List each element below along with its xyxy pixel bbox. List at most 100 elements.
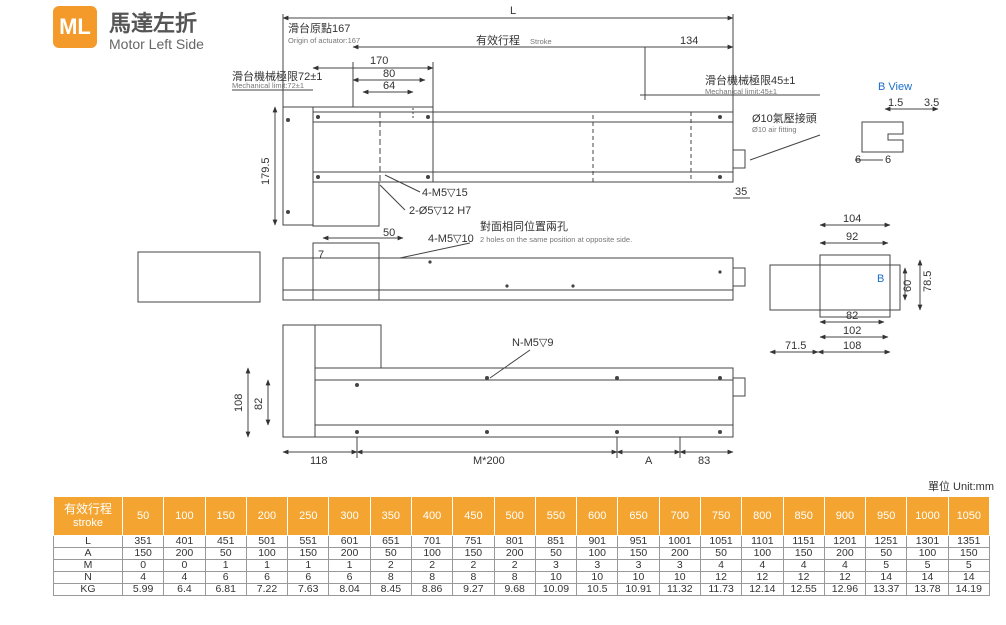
table-cell: 10.09 xyxy=(534,583,578,596)
table-cell: 150 xyxy=(452,547,495,560)
header-stroke-value: 450 xyxy=(452,496,495,536)
table-cell: 1251 xyxy=(865,535,908,548)
table-cell: 150 xyxy=(287,547,330,560)
air-fitting-top xyxy=(732,149,746,169)
table-cell: 150 xyxy=(947,547,991,560)
table-cell: 12 xyxy=(699,571,743,584)
table-cell: 701 xyxy=(410,535,454,548)
table-cell: 150 xyxy=(617,547,660,560)
table-cell: 1001 xyxy=(658,535,701,548)
header-stroke-value: 350 xyxy=(369,496,412,536)
dim-78-5: 78.5 xyxy=(922,271,934,292)
row-label: L xyxy=(53,535,123,548)
callout-m5-15: 4-M5▽15 xyxy=(422,187,468,199)
table-cell: 14.19 xyxy=(947,583,991,596)
side-motor xyxy=(312,242,380,301)
air-fitting-bottom xyxy=(732,377,746,397)
dim-80: 80 xyxy=(383,68,395,80)
dim-60: 60 xyxy=(902,280,914,292)
table-cell: 801 xyxy=(493,535,536,548)
header-stroke-value: 800 xyxy=(741,496,784,536)
table-cell: 100 xyxy=(576,547,619,560)
table-cell: 50 xyxy=(369,547,412,560)
dim-118: 118 xyxy=(310,455,328,467)
dim-6-left: 6 xyxy=(855,154,861,166)
dim-108-end: 108 xyxy=(843,340,861,352)
table-cell: 150 xyxy=(782,547,825,560)
table-cell: 1201 xyxy=(823,535,867,548)
table-cell: 200 xyxy=(163,547,206,560)
model-badge: ML xyxy=(53,6,97,48)
table-cell: 5 xyxy=(906,559,949,572)
table-cell: 10 xyxy=(534,571,578,584)
unit-label: 單位 Unit:mm xyxy=(928,481,994,493)
table-cell: 5 xyxy=(947,559,991,572)
table-cell: 50 xyxy=(204,547,247,560)
end-cap-left xyxy=(137,251,261,303)
table-cell: 2 xyxy=(452,559,495,572)
table-cell: 100 xyxy=(245,547,289,560)
table-cell: 1 xyxy=(287,559,330,572)
bottom-motor xyxy=(314,324,382,369)
dim-L: L xyxy=(510,5,516,17)
table-cell: 751 xyxy=(452,535,495,548)
table-cell: 12.55 xyxy=(782,583,825,596)
stroke-label-zh: 有效行程 xyxy=(476,33,520,47)
header-stroke-value: 50 xyxy=(121,496,165,536)
table-cell: 8 xyxy=(452,571,495,584)
dim-102: 102 xyxy=(843,325,861,337)
table-cell: 7.63 xyxy=(287,583,330,596)
table-cell: 0 xyxy=(163,559,206,572)
limit45-zh: 滑台機械極限45±1 xyxy=(705,73,795,87)
bottom-motor-plate xyxy=(282,324,316,438)
opposite-holes-zh: 對面相同位置兩孔 xyxy=(480,219,568,233)
table-cell: 3 xyxy=(617,559,660,572)
table-cell: 12 xyxy=(782,571,825,584)
top-slider xyxy=(312,106,434,183)
table-cell: 100 xyxy=(906,547,949,560)
table-cell: 951 xyxy=(617,535,660,548)
table-cell: 8.45 xyxy=(369,583,412,596)
b-view-marker: B xyxy=(877,273,884,285)
table-cell: 4 xyxy=(163,571,206,584)
table-cell: 200 xyxy=(658,547,701,560)
table-cell: 351 xyxy=(121,535,165,548)
side-view-body xyxy=(282,257,734,301)
header-stroke-value: 650 xyxy=(617,496,660,536)
header-stroke-value: 850 xyxy=(782,496,825,536)
end-view xyxy=(769,264,901,311)
dim-6-right: 6 xyxy=(885,154,891,166)
table-cell: 200 xyxy=(823,547,867,560)
table-cell: 6 xyxy=(328,571,371,584)
air-fitting-side xyxy=(732,267,746,287)
table-cell: 8 xyxy=(369,571,412,584)
dim-83: 83 xyxy=(698,455,710,467)
table-cell: 7.22 xyxy=(245,583,289,596)
callout-phi5: 2-Ø5▽12 H7 xyxy=(409,205,471,217)
table-cell: 1101 xyxy=(741,535,784,548)
table-cell: 12 xyxy=(741,571,784,584)
table-cell: 5 xyxy=(865,559,908,572)
header-stroke-zh: 有效行程 xyxy=(63,502,112,516)
bottom-view-body xyxy=(314,367,734,438)
table-cell: 50 xyxy=(699,547,743,560)
table-cell: 4 xyxy=(699,559,743,572)
table-cell: 9.27 xyxy=(452,583,495,596)
table-cell: 4 xyxy=(121,571,165,584)
dim-104: 104 xyxy=(843,213,861,225)
dim-92: 92 xyxy=(846,231,858,243)
b-view-label: B View xyxy=(878,81,912,93)
header-stroke-value: 550 xyxy=(534,496,578,536)
dim-64: 64 xyxy=(383,80,395,92)
table-cell: 0 xyxy=(121,559,165,572)
table-cell: 2 xyxy=(410,559,454,572)
dim-1-5: 1.5 xyxy=(888,97,903,109)
table-cell: 100 xyxy=(741,547,784,560)
dim-179-5: 179.5 xyxy=(260,157,272,185)
air-fitting-zh: Ø10氣壓接頭 xyxy=(752,111,817,125)
dim-134: 134 xyxy=(680,35,698,47)
table-cell: 6 xyxy=(287,571,330,584)
